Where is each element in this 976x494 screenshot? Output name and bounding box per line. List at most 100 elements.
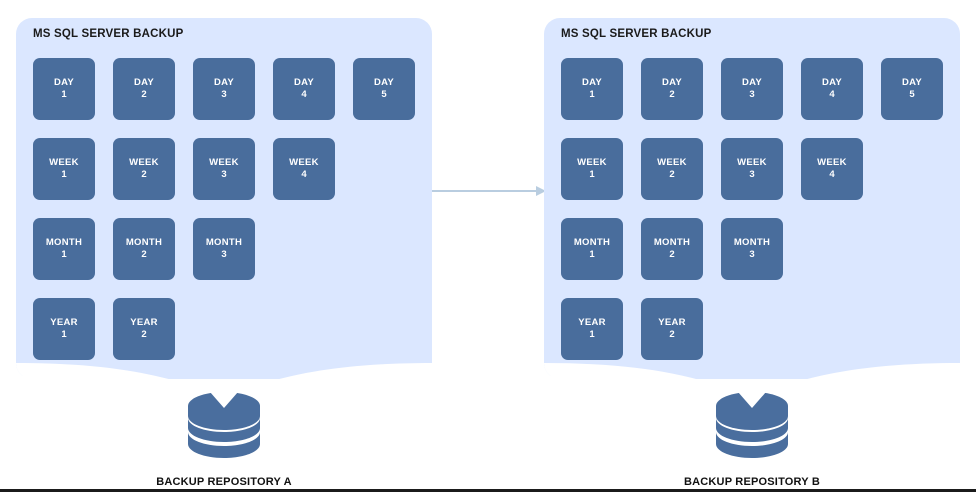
tile-index: 2 — [141, 89, 147, 100]
tile-label: MONTH — [45, 237, 83, 249]
tile-label: YEAR — [658, 317, 686, 329]
tile-label: WEEK — [577, 157, 607, 169]
tile-label: DAY — [901, 77, 923, 89]
tile-index: 2 — [141, 249, 147, 260]
tile-label: WEEK — [817, 157, 847, 169]
tile-label: YEAR — [50, 317, 78, 329]
database-cylinder-icon — [716, 392, 788, 458]
tile-index: 3 — [221, 169, 227, 180]
tile-label: MONTH — [573, 237, 611, 249]
tile-index: 2 — [669, 169, 675, 180]
tile-index: 1 — [61, 169, 67, 180]
tile-index: 4 — [301, 89, 307, 100]
tile-index: 1 — [61, 329, 67, 340]
tile-index: 4 — [829, 89, 835, 100]
tile-label: DAY — [661, 77, 683, 89]
tile-index: 2 — [669, 329, 675, 340]
tile-label: MONTH — [125, 237, 163, 249]
tile-index: 5 — [381, 89, 387, 100]
tile-label: WEEK — [129, 157, 159, 169]
copy-arrow-icon — [432, 186, 546, 196]
tile-label: WEEK — [657, 157, 687, 169]
tile-index: 1 — [589, 89, 595, 100]
tile-index: 4 — [301, 169, 307, 180]
tile-label: WEEK — [289, 157, 319, 169]
tile-label: DAY — [821, 77, 843, 89]
bottom-divider — [0, 489, 976, 492]
tile-index: 3 — [749, 249, 755, 260]
tile-label: DAY — [741, 77, 763, 89]
tile-label: MONTH — [653, 237, 691, 249]
panel-title: MS SQL SERVER BACKUP — [561, 28, 712, 40]
tile-label: WEEK — [209, 157, 239, 169]
tile-label: DAY — [213, 77, 235, 89]
tile-index: 1 — [589, 329, 595, 340]
tile-index: 3 — [749, 89, 755, 100]
tile-index: 2 — [669, 249, 675, 260]
tile-label: DAY — [293, 77, 315, 89]
tile-label: DAY — [373, 77, 395, 89]
tile-label: DAY — [53, 77, 75, 89]
tile-index: 1 — [589, 169, 595, 180]
panel-title: MS SQL SERVER BACKUP — [33, 28, 184, 40]
tile-index: 5 — [909, 89, 915, 100]
tile-index: 3 — [221, 89, 227, 100]
tile-label: WEEK — [49, 157, 79, 169]
database-cylinder-icon — [188, 392, 260, 458]
tile-label: MONTH — [733, 237, 771, 249]
repository-caption-b: BACKUP REPOSITORY B — [683, 476, 821, 488]
tile-label: DAY — [581, 77, 603, 89]
tile-index: 1 — [61, 89, 67, 100]
tile-index: 3 — [749, 169, 755, 180]
tile-index: 2 — [669, 89, 675, 100]
tile-label: MONTH — [205, 237, 243, 249]
repository-caption-a: BACKUP REPOSITORY A — [156, 476, 292, 488]
tile-label: YEAR — [578, 317, 606, 329]
tile-index: 2 — [141, 169, 147, 180]
tile-index: 3 — [221, 249, 227, 260]
tile-label: YEAR — [130, 317, 158, 329]
tile-index: 1 — [61, 249, 67, 260]
